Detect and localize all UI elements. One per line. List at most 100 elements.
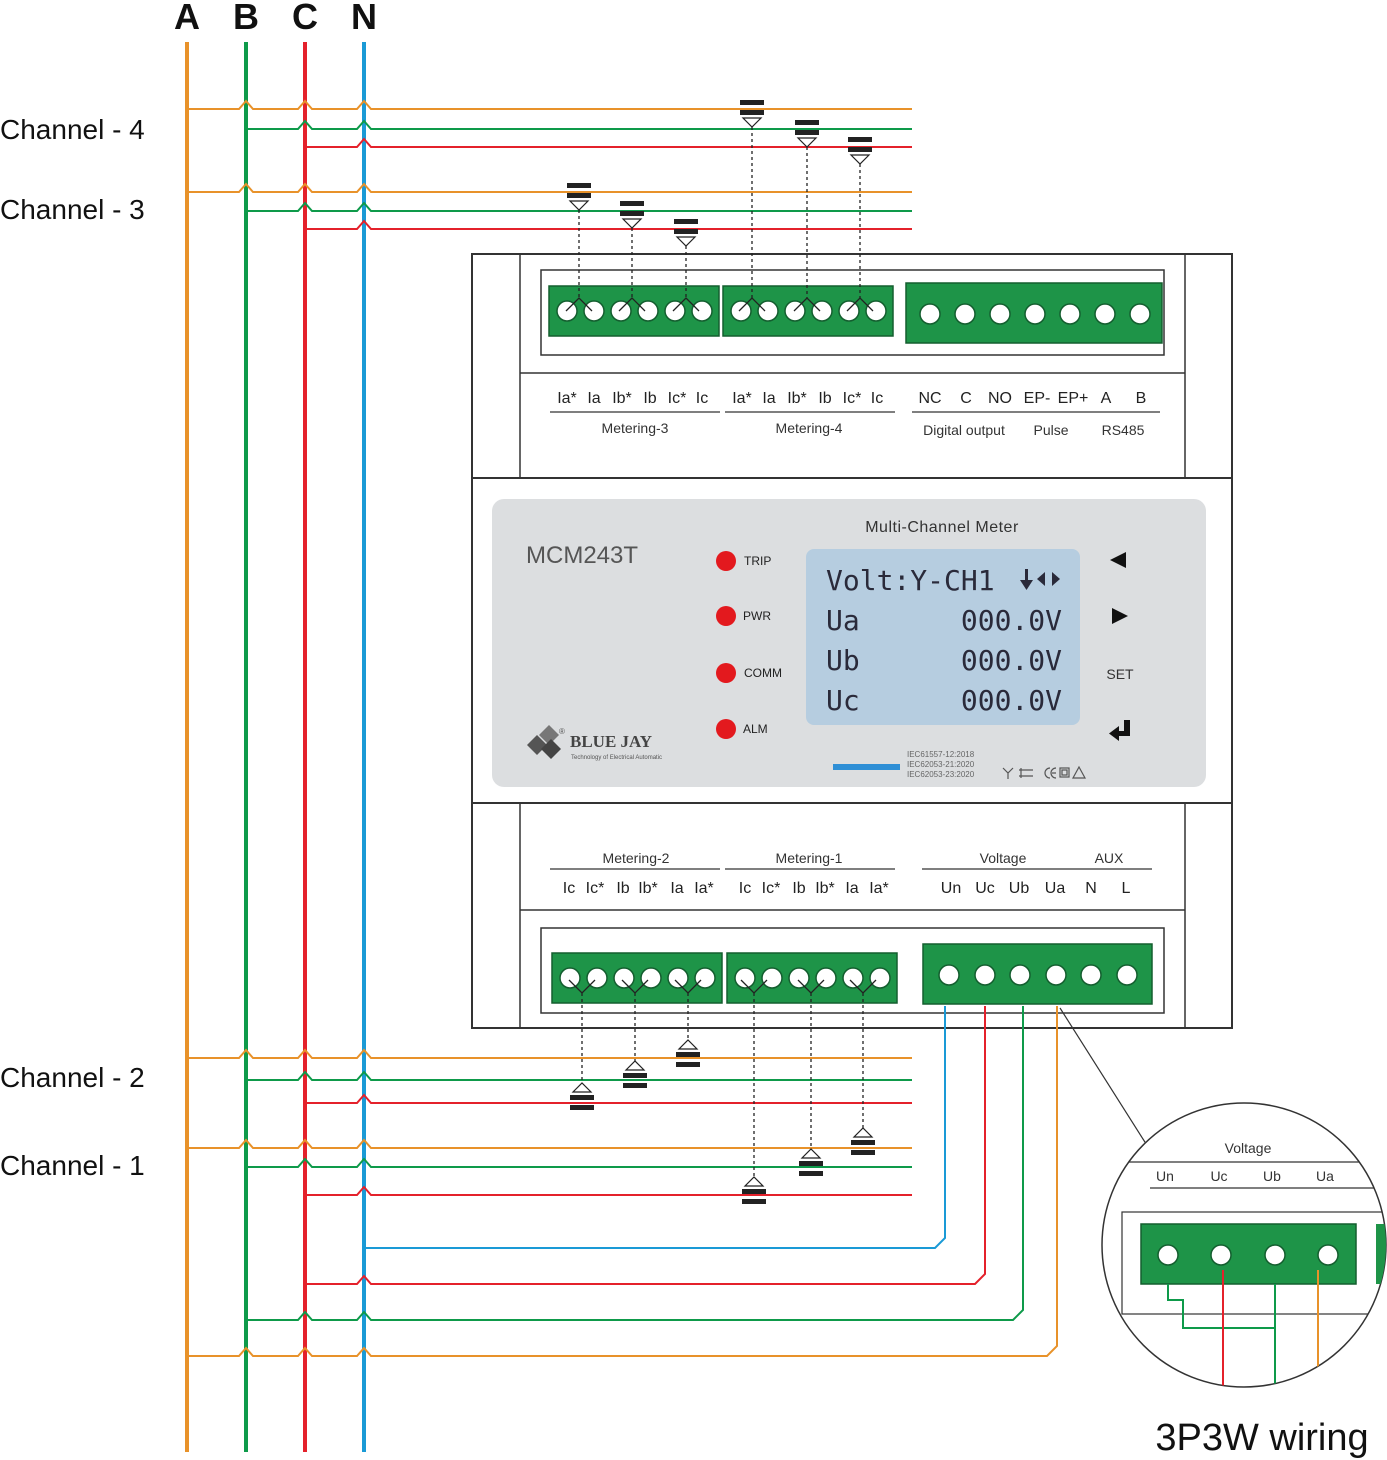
ct-ch1-b: [797, 979, 825, 1176]
front-panel: MCM243T Multi-Channel Meter TRIP PWR COM…: [492, 499, 1206, 787]
metering2-screw-4: [640, 967, 662, 989]
ct-ch3-c-bar-1: [674, 219, 698, 224]
metering2-screw-1: [559, 967, 581, 989]
metering3-screw-2: [583, 300, 605, 322]
metering3-screw-1: [556, 300, 578, 322]
ct-ch2-b-bar-1: [623, 1073, 647, 1078]
metering3-screw-3: [610, 300, 632, 322]
ct-ch4-c-arrow: [849, 154, 871, 165]
ct-ch4-b-bar-2: [795, 130, 819, 135]
zoom-screw-ua: [1317, 1244, 1339, 1266]
wires: [185, 42, 1058, 1452]
ct-ch4-c-fork: [846, 297, 874, 312]
ct-ch2-c-bar-2: [676, 1062, 700, 1067]
ct-ch2-b-arrow: [624, 1060, 646, 1071]
label-m1-ib-star: Ib*: [815, 880, 835, 897]
ct-ch2-a-arrow: [571, 1082, 593, 1093]
comm-led: [716, 663, 736, 683]
ct-ch2-c-arrow: [677, 1039, 699, 1050]
voltage-screw-4: [1045, 964, 1067, 986]
label-m2-ic: Ic: [563, 880, 575, 897]
aux-top-screw-5: [1059, 303, 1081, 325]
label-m1-ic-star: Ic*: [762, 880, 781, 897]
zoom-wire-un: [1167, 1284, 1275, 1329]
channel-3-label: Channel - 3: [0, 194, 145, 225]
channel-1-label: Channel - 1: [0, 1150, 145, 1181]
alm-led: [716, 719, 736, 739]
ct-ch3-c: [672, 219, 700, 312]
ct-ch3-a-fork: [565, 297, 593, 312]
ct-ch1-c-arrow: [852, 1127, 874, 1138]
ct-ch4-b-arrow: [796, 137, 818, 148]
label-m4-ib: Ib: [818, 390, 831, 407]
svg-text:®: ®: [559, 727, 565, 736]
ct-ch3-b-bar-2: [620, 211, 644, 216]
lcd-line-2: Ua 000.0V: [826, 604, 1062, 637]
top-terminal-blocks: [548, 282, 1163, 344]
voltage-screw-6: [1116, 964, 1138, 986]
channel-3-wire-b: [246, 201, 912, 212]
pwr-label: PWR: [743, 609, 771, 623]
left-button-icon[interactable]: [1110, 552, 1126, 568]
zoom-label-ub: Ub: [1263, 1168, 1281, 1184]
bus-label-a: A: [174, 0, 200, 37]
zoom-label-un: Un: [1156, 1168, 1174, 1184]
lcd-scroll-icon: [1020, 569, 1060, 590]
terminal-label-rules: [550, 411, 1160, 870]
ct-ch1-a-arrow: [743, 1176, 765, 1187]
group-voltage: Voltage: [980, 850, 1027, 866]
lcd-line-1: Volt:Y-CH1: [826, 564, 995, 597]
label-m2-ib: Ib: [616, 880, 629, 897]
panel-title: Multi-Channel Meter: [865, 519, 1019, 536]
metering1-screw-6: [869, 967, 891, 989]
ct-ch1-a-bar-2: [742, 1199, 766, 1204]
channel-labels: Channel - 4 Channel - 3 Channel - 2 Chan…: [0, 114, 145, 1181]
ct-ch1-c-bar-1: [851, 1140, 875, 1145]
comm-label: COMM: [744, 666, 782, 680]
zoom-screw-un: [1157, 1244, 1179, 1266]
ct-ch4-a-arrow: [741, 117, 763, 128]
ct-ch2-c-bar-1: [676, 1052, 700, 1057]
label-m3-ic-star: Ic*: [668, 390, 687, 407]
ct-ch1-b-bar-1: [799, 1161, 823, 1166]
ct-ch2-c: [674, 979, 702, 1067]
channel-2-wire-c: [305, 1093, 912, 1104]
ct-ch3-a: [565, 183, 593, 312]
channel-4-wire-b: [246, 119, 912, 130]
channel-2-wire-a: [187, 1048, 912, 1059]
bus-label-c: C: [292, 0, 318, 37]
certification-icons: [1002, 765, 1087, 779]
ct-ch1-b-bar-2: [799, 1171, 823, 1176]
channel-3-wire-a: [187, 182, 912, 193]
zoom-label-uc: Uc: [1210, 1168, 1227, 1184]
metering4-screw-1: [730, 300, 752, 322]
ct-ch1-b-arrow: [800, 1148, 822, 1159]
channel-4-wire-c: [305, 137, 912, 148]
ct-ch3-b-arrow: [621, 218, 643, 229]
ct-ch3-c-fork: [672, 297, 700, 312]
metering1-screw-3: [788, 967, 810, 989]
aux-top-screw-4: [1024, 303, 1046, 325]
zoom-title: Voltage: [1225, 1140, 1272, 1156]
blue-jay-logo-icon: ®: [527, 725, 565, 759]
zoom-label-ua: Ua: [1316, 1168, 1334, 1184]
bottom-terminal-labels: Metering-2 Metering-1 Voltage AUX Ic Ic*…: [563, 850, 1131, 897]
zoom-screw-uc: [1210, 1244, 1232, 1266]
metering4-screw-6: [865, 300, 887, 322]
label-nc: NC: [918, 390, 941, 407]
metering4-screw-4: [811, 300, 833, 322]
ct-ch3-b-fork: [618, 297, 646, 312]
group-metering-1: Metering-1: [776, 850, 843, 866]
aux-top-screw-3: [989, 303, 1011, 325]
bus-label-n: N: [351, 0, 377, 37]
label-m4-ia-star: Ia*: [732, 390, 752, 407]
current-transformers: [565, 100, 877, 1204]
right-button-icon[interactable]: [1112, 608, 1128, 624]
label-n: N: [1085, 880, 1097, 897]
enter-button-icon[interactable]: [1109, 720, 1130, 741]
label-l: L: [1122, 880, 1131, 897]
set-button[interactable]: SET: [1106, 666, 1134, 682]
ct-ch4-a: [738, 100, 766, 312]
group-metering-2: Metering-2: [603, 850, 670, 866]
